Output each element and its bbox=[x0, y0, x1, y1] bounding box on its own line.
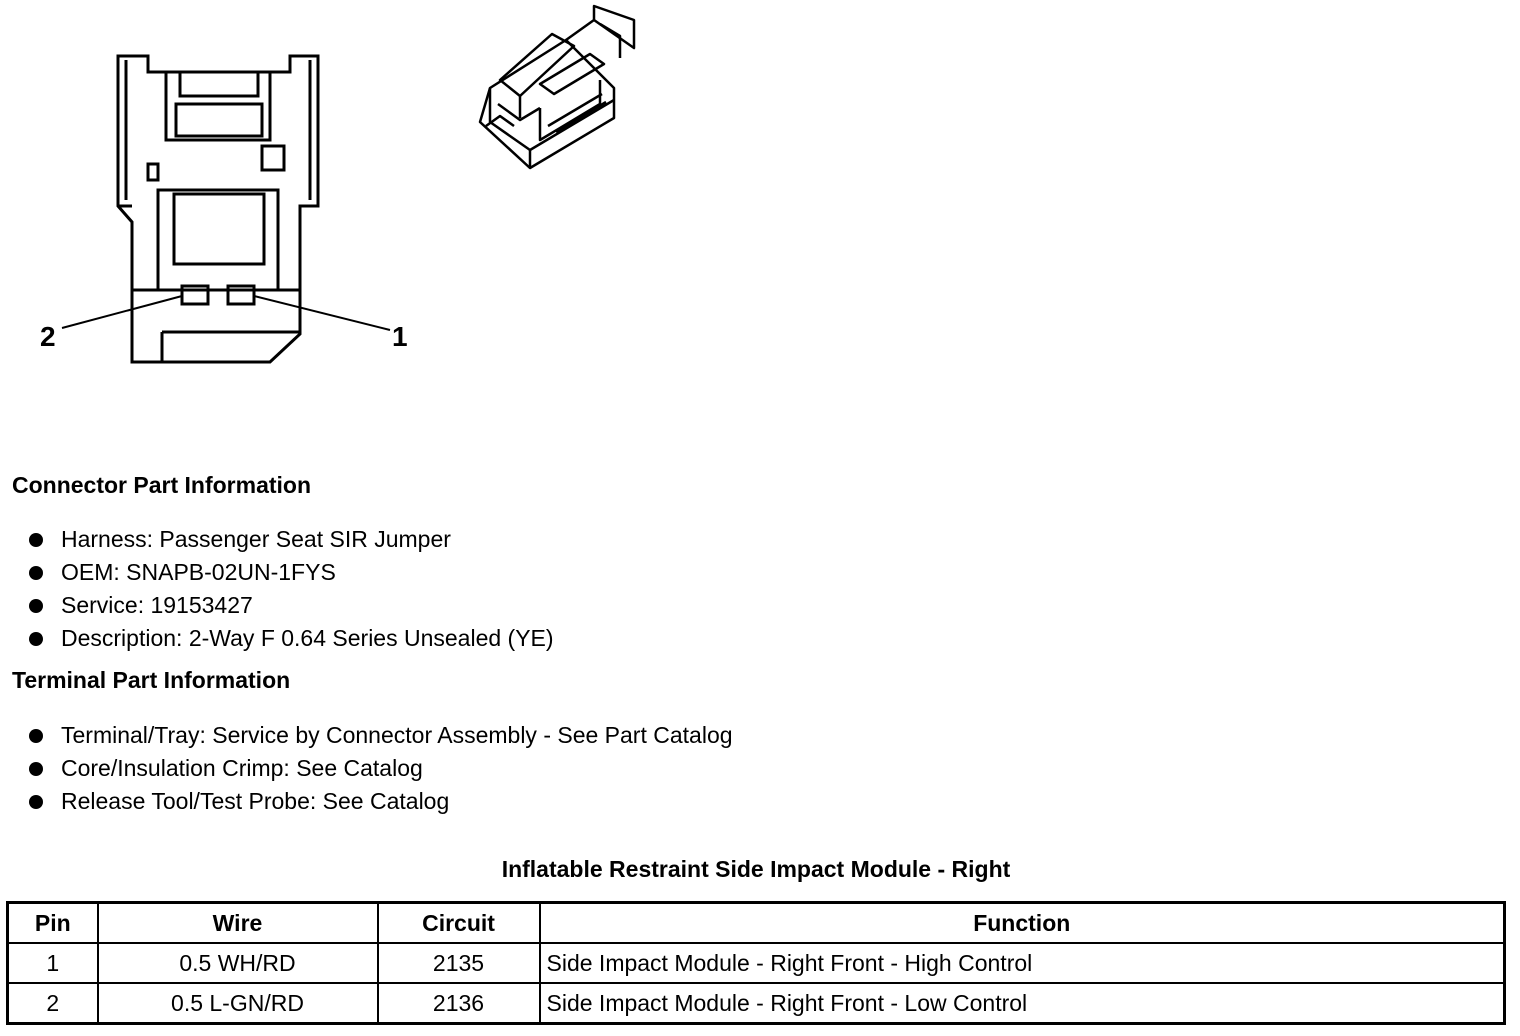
table-row: 1 0.5 WH/RD 2135 Side Impact Module - Ri… bbox=[6, 942, 1506, 984]
cell-function: Side Impact Module - Right Front - Low C… bbox=[538, 982, 1506, 1025]
terminal-part-info-list: Terminal/Tray: Service by Connector Asse… bbox=[26, 719, 733, 818]
list-item: Terminal/Tray: Service by Connector Asse… bbox=[26, 719, 733, 752]
column-header-wire: Wire bbox=[96, 901, 379, 944]
callout-line-pin-1 bbox=[253, 295, 391, 331]
column-header-circuit: Circuit bbox=[376, 901, 541, 944]
connector-cavity-block bbox=[156, 188, 280, 290]
pin-table-title: Inflatable Restraint Side Impact Module … bbox=[501, 856, 1011, 882]
connector-latch bbox=[164, 72, 272, 142]
bullet-icon bbox=[29, 795, 43, 809]
connector-part-info-heading: Connector Part Information bbox=[12, 472, 312, 498]
cell-pin: 1 bbox=[6, 942, 99, 984]
cell-wire: 0.5 WH/RD bbox=[96, 942, 379, 984]
connector-front-view-diagram: 2 1 bbox=[40, 54, 408, 364]
bullet-icon bbox=[29, 729, 43, 743]
column-header-function: Function bbox=[538, 901, 1506, 944]
list-item: OEM: SNAPB-02UN-1FYS bbox=[26, 556, 554, 589]
pin-table: Pin Wire Circuit Function 1 0.5 WH/RD 21… bbox=[6, 901, 1506, 1025]
list-item: Harness: Passenger Seat SIR Jumper bbox=[26, 523, 554, 556]
bullet-icon bbox=[29, 566, 43, 580]
list-item: Core/Insulation Crimp: See Catalog bbox=[26, 752, 733, 785]
callout-line-pin-2 bbox=[61, 295, 183, 329]
table-row: 2 0.5 L-GN/RD 2136 Side Impact Module - … bbox=[6, 982, 1506, 1025]
cell-wire: 0.5 L-GN/RD bbox=[96, 982, 379, 1025]
bullet-icon bbox=[29, 762, 43, 776]
pin-label-1: 1 bbox=[392, 321, 408, 352]
terminal-cavity-1 bbox=[226, 284, 256, 306]
list-item: Service: 19153427 bbox=[26, 589, 554, 622]
cell-circuit: 2136 bbox=[376, 982, 541, 1025]
column-header-pin: Pin bbox=[6, 901, 99, 944]
bullet-icon bbox=[29, 533, 43, 547]
table-header-row: Pin Wire Circuit Function bbox=[6, 901, 1506, 944]
bullet-icon bbox=[29, 599, 43, 613]
connector-part-info-list: Harness: Passenger Seat SIR Jumper OEM: … bbox=[26, 523, 554, 655]
cell-pin: 2 bbox=[6, 982, 99, 1025]
pin-label-2: 2 bbox=[40, 321, 56, 352]
connector-isometric-view bbox=[478, 4, 636, 170]
cell-circuit: 2135 bbox=[376, 942, 541, 984]
list-item: Release Tool/Test Probe: See Catalog bbox=[26, 785, 733, 818]
terminal-part-info-heading: Terminal Part Information bbox=[12, 667, 291, 693]
cell-function: Side Impact Module - Right Front - High … bbox=[538, 942, 1506, 984]
terminal-cavity-2 bbox=[180, 284, 210, 306]
list-item: Description: 2-Way F 0.64 Series Unseale… bbox=[26, 622, 554, 655]
bullet-icon bbox=[29, 632, 43, 646]
connector-lower-body bbox=[130, 290, 302, 364]
